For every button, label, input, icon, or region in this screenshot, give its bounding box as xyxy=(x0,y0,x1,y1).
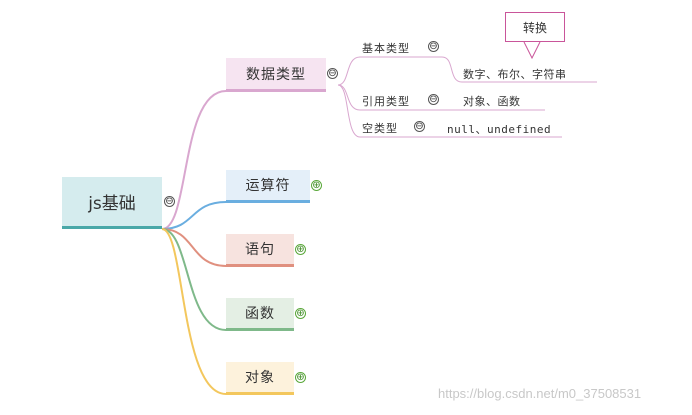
subtopic-empty-types[interactable]: 空类型 xyxy=(362,122,398,135)
collapse-basic-types-icon[interactable]: ⊖ xyxy=(428,41,439,52)
subtopic-reference-types[interactable]: 引用类型 xyxy=(362,95,410,108)
topic-functions-label: 函数 xyxy=(245,306,275,322)
connector-data-types xyxy=(161,90,227,230)
topic-data-types[interactable]: 数据类型 xyxy=(226,58,326,92)
expand-operators-icon[interactable]: ⊕ xyxy=(311,180,322,191)
subtopic-basic-types[interactable]: 基本类型 xyxy=(362,42,410,55)
leaf-basic-values[interactable]: 数字、布尔、字符串 xyxy=(463,68,567,81)
connector-basic-leaf xyxy=(441,56,597,83)
expand-statements-icon[interactable]: ⊕ xyxy=(295,244,306,255)
root-topic[interactable]: js基础 xyxy=(62,177,162,229)
connector-empty xyxy=(337,84,435,138)
leaf-reference-values[interactable]: 对象、函数 xyxy=(463,95,521,108)
topic-objects[interactable]: 对象 xyxy=(226,362,294,395)
topic-statements[interactable]: 语句 xyxy=(226,234,294,267)
collapse-reference-types-icon[interactable]: ⊖ xyxy=(428,94,439,105)
callout-pointer xyxy=(523,41,541,60)
leaf-empty-values[interactable]: null、undefined xyxy=(447,123,552,136)
collapse-empty-types-icon[interactable]: ⊖ xyxy=(414,121,425,132)
callout-convert-label: 转换 xyxy=(522,20,547,35)
root-topic-label: js基础 xyxy=(88,194,136,214)
topic-operators-label: 运算符 xyxy=(245,178,291,194)
topic-data-types-label: 数据类型 xyxy=(246,66,306,83)
topic-objects-label: 对象 xyxy=(245,370,275,386)
expand-objects-icon[interactable]: ⊕ xyxy=(295,372,306,383)
connector-statements xyxy=(161,228,227,267)
watermark: https://blog.csdn.net/m0_37508531 xyxy=(438,386,642,401)
callout-convert[interactable]: 转换 xyxy=(505,12,565,42)
expand-functions-icon[interactable]: ⊕ xyxy=(295,308,306,319)
topic-functions[interactable]: 函数 xyxy=(226,298,294,331)
connector-functions xyxy=(161,228,227,331)
connector-operators xyxy=(161,201,227,230)
connector-objects xyxy=(161,228,227,395)
connector-basic xyxy=(337,56,442,86)
topic-statements-label: 语句 xyxy=(245,242,275,258)
topic-operators[interactable]: 运算符 xyxy=(226,170,310,203)
collapse-root-icon[interactable]: ⊖ xyxy=(164,196,175,207)
collapse-data-types-icon[interactable]: ⊖ xyxy=(327,68,338,79)
